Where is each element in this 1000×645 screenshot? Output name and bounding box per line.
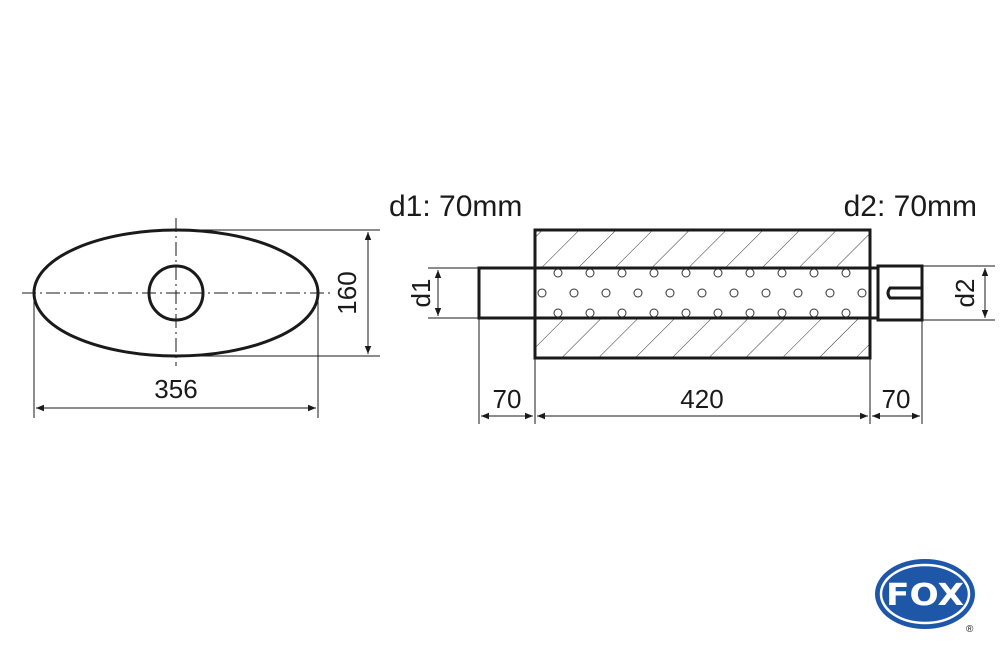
perforation-hole <box>601 288 611 298</box>
oval-width-dimension: 356 <box>33 293 319 418</box>
oval-width-label: 356 <box>154 374 197 404</box>
perforation-hole <box>553 308 563 318</box>
perforation-hole <box>745 268 755 278</box>
perforation-hole <box>681 268 691 278</box>
fox-logo: FOX ® <box>875 559 975 635</box>
d1-dimension: d1 <box>406 267 479 319</box>
d2-dimension: d2 <box>922 265 995 321</box>
muffler-side-section <box>477 228 924 360</box>
inlet-pipe <box>477 266 535 320</box>
perforation-hole <box>681 308 691 318</box>
perforation-hole <box>697 288 707 298</box>
outlet-length-label: 70 <box>882 384 911 414</box>
perforation-hole <box>809 308 819 318</box>
outlet-pipe-sleeve <box>876 264 924 322</box>
fox-logo-outer-ring <box>875 559 975 629</box>
d1-spec-label: d1: 70mm <box>389 190 522 223</box>
outlet-slot <box>886 286 922 300</box>
oval-end-view <box>22 218 332 366</box>
body-length-label: 420 <box>680 384 723 414</box>
d1-label: d1 <box>406 279 436 308</box>
perforation-hole <box>665 288 675 298</box>
perforation-hole <box>825 288 835 298</box>
perforation-hole <box>809 268 819 278</box>
oval-height-dimension: 160 <box>176 229 380 357</box>
d2-spec-label: d2: 70mm <box>844 190 977 223</box>
d2-label: d2 <box>950 279 980 308</box>
inlet-length-label: 70 <box>493 384 522 414</box>
perforation-hole <box>553 268 563 278</box>
perforation-hole <box>649 268 659 278</box>
fox-logo-inner-ring <box>879 563 971 625</box>
perforation-hole <box>585 308 595 318</box>
lower-packing-hatch <box>535 318 870 358</box>
perforation-hole <box>569 288 579 298</box>
perforation-hole <box>745 308 755 318</box>
oval-height-label: 160 <box>332 271 362 314</box>
perforation-hole <box>793 288 803 298</box>
perforation-hole <box>617 268 627 278</box>
perforation-holes <box>537 268 867 318</box>
perforation-hole <box>537 288 547 298</box>
perforation-hole <box>617 308 627 318</box>
perforation-hole <box>585 268 595 278</box>
perforation-hole <box>857 288 867 298</box>
fox-logo-text: FOX <box>886 578 964 613</box>
length-dimensions: 70 420 70 <box>478 318 923 424</box>
perforation-hole <box>713 268 723 278</box>
perforation-hole <box>713 308 723 318</box>
perforation-hole <box>649 308 659 318</box>
perforation-hole <box>841 308 851 318</box>
muffler-body-outline <box>533 228 872 360</box>
perforation-hole <box>761 288 771 298</box>
upper-packing-hatch <box>535 230 870 268</box>
perforation-hole <box>777 268 787 278</box>
perforation-hole <box>729 288 739 298</box>
perforation-hole <box>777 308 787 318</box>
registered-mark: ® <box>966 624 974 635</box>
perforation-hole <box>633 288 643 298</box>
perforation-hole <box>841 268 851 278</box>
